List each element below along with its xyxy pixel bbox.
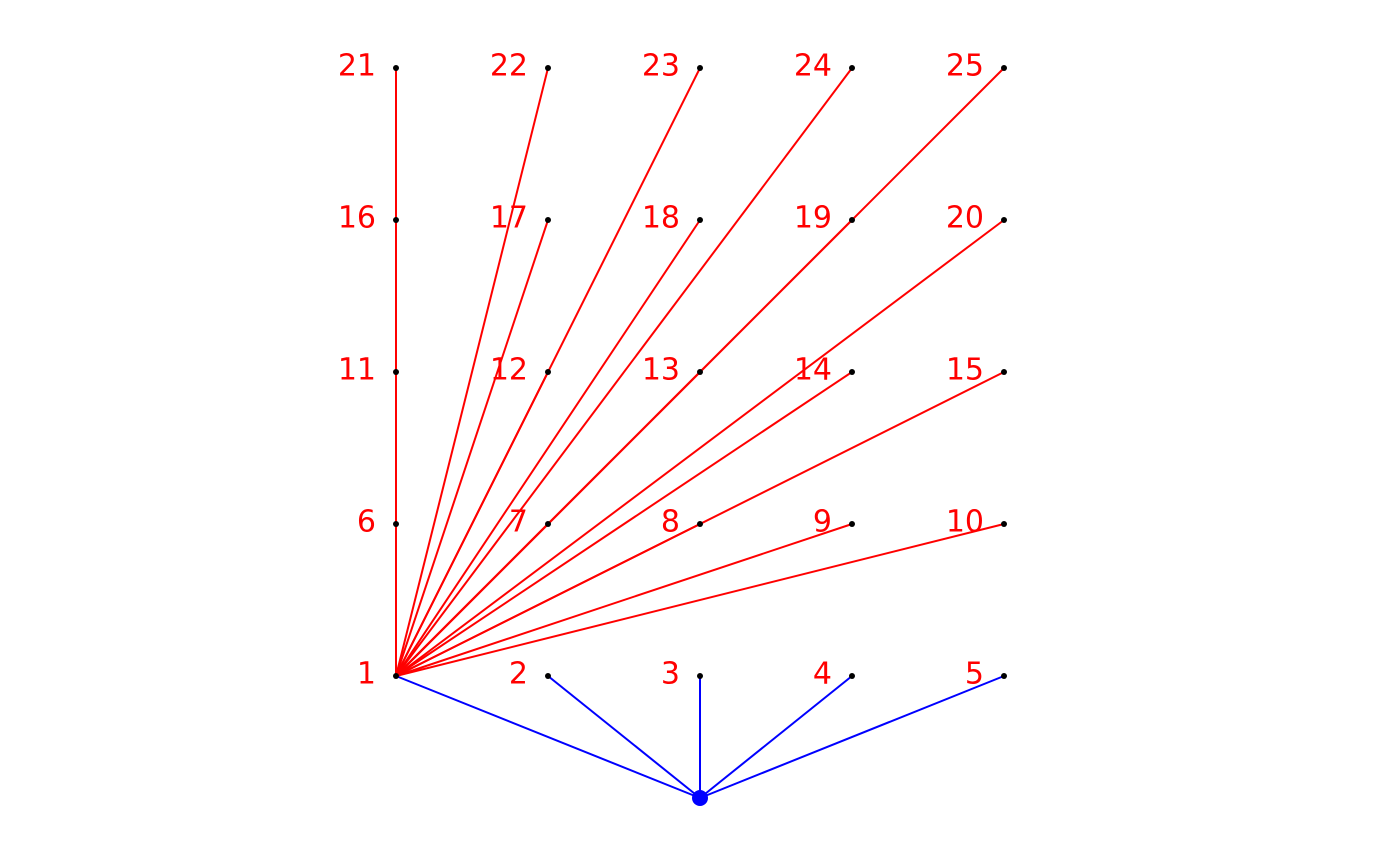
node-11 — [393, 369, 399, 375]
node-label-23: 23 — [642, 49, 680, 84]
edge-1-10 — [395, 523, 1005, 677]
node-label-21: 21 — [338, 49, 376, 84]
node-19 — [849, 217, 855, 223]
node-label-9: 9 — [813, 505, 832, 540]
root-edge-5 — [699, 675, 1005, 799]
node-18 — [697, 217, 703, 223]
node-21 — [393, 65, 399, 71]
node-label-20: 20 — [946, 201, 984, 236]
node-23 — [697, 65, 703, 71]
node-label-8: 8 — [661, 505, 680, 540]
node-13 — [697, 369, 703, 375]
node-label-25: 25 — [946, 49, 984, 84]
node-20 — [1001, 217, 1007, 223]
node-label-2: 2 — [509, 657, 528, 692]
node-label-7: 7 — [509, 505, 528, 540]
node-label-6: 6 — [357, 505, 376, 540]
node-label-22: 22 — [490, 49, 528, 84]
node-label-10: 10 — [946, 505, 984, 540]
edge-1-24 — [395, 67, 853, 677]
node-10 — [1001, 521, 1007, 527]
node-label-24: 24 — [794, 49, 832, 84]
node-15 — [1001, 369, 1007, 375]
node-label-14: 14 — [794, 353, 832, 388]
root-node — [692, 790, 708, 806]
node-7 — [545, 521, 551, 527]
edge-1-17 — [395, 219, 549, 677]
node-6 — [393, 521, 399, 527]
node-label-3: 3 — [661, 657, 680, 692]
edge-1-18 — [395, 219, 701, 677]
node-2 — [545, 673, 551, 679]
node-16 — [393, 217, 399, 223]
node-label-16: 16 — [338, 201, 376, 236]
edge-1-22 — [395, 67, 549, 677]
node-label-17: 17 — [490, 201, 528, 236]
root-edge-2 — [547, 675, 701, 799]
edge-1-20 — [395, 219, 1005, 677]
node-24 — [849, 65, 855, 71]
node-14 — [849, 369, 855, 375]
node-17 — [545, 217, 551, 223]
node-label-1: 1 — [357, 657, 376, 692]
node-1 — [393, 673, 399, 679]
node-3 — [697, 673, 703, 679]
node-25 — [1001, 65, 1007, 71]
node-12 — [545, 369, 551, 375]
edge-1-9 — [395, 523, 853, 677]
node-label-5: 5 — [965, 657, 984, 692]
node-22 — [545, 65, 551, 71]
node-8 — [697, 521, 703, 527]
nodes-layer — [393, 65, 1007, 806]
node-label-18: 18 — [642, 201, 680, 236]
node-label-12: 12 — [490, 353, 528, 388]
edges-layer — [395, 67, 1005, 799]
root-edge-4 — [699, 675, 853, 799]
node-9 — [849, 521, 855, 527]
node-5 — [1001, 673, 1007, 679]
node-label-4: 4 — [813, 657, 832, 692]
node-4 — [849, 673, 855, 679]
node-label-15: 15 — [946, 353, 984, 388]
node-label-19: 19 — [794, 201, 832, 236]
edge-1-14 — [395, 371, 853, 677]
node-label-11: 11 — [338, 353, 376, 388]
root-edge-1 — [395, 675, 701, 799]
node-label-13: 13 — [642, 353, 680, 388]
